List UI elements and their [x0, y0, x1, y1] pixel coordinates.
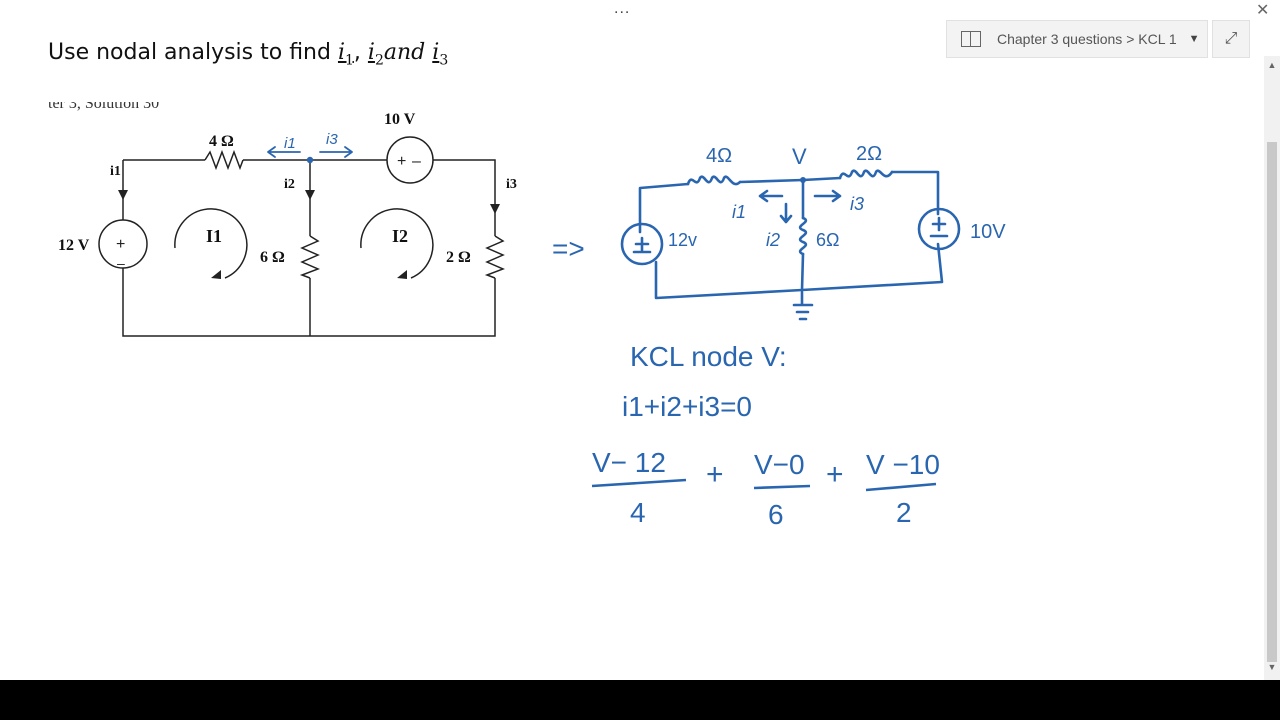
hand-frac2-num: V−0	[754, 449, 805, 480]
arrow-i2	[305, 190, 315, 200]
hand-i3-top: i3	[326, 131, 338, 148]
hand-frac2-bar	[753, 484, 811, 490]
label-I1: I1	[206, 226, 222, 246]
hand-label-12v: 12v	[668, 230, 697, 250]
minus-10v: –	[412, 153, 421, 170]
hand-frac1-bar	[591, 478, 687, 488]
hand-circuit	[620, 169, 961, 321]
drawing-canvas: + – + – 4 Ω 6 Ω 2 Ω 12 V 10 V i1 i2 i3 I…	[58, 111, 1006, 530]
breadcrumb-selector[interactable]: Chapter 3 questions > KCL 1 ▼	[946, 20, 1208, 58]
label-2ohm: 2 Ω	[446, 249, 471, 266]
hand-plus-2: +	[826, 458, 844, 491]
node-dot	[306, 156, 314, 164]
hand-frac1-den: 4	[630, 497, 646, 528]
hand-label-i3: i3	[850, 194, 864, 214]
arrow-i3	[490, 204, 500, 214]
notebook-icon	[961, 31, 981, 47]
plus-12v: +	[116, 236, 125, 253]
label-i1: i1	[110, 164, 121, 179]
hand-frac3-num: V −10	[866, 449, 940, 480]
plus-10v: +	[397, 153, 406, 170]
problem-statement: Use nodal analysis to find i1, i2and i3	[48, 40, 449, 69]
scrollbar-thumb[interactable]	[1267, 142, 1277, 662]
hand-node-dot	[800, 177, 806, 183]
breadcrumb-text: Chapter 3 questions > KCL 1	[997, 31, 1177, 47]
scroll-up-icon[interactable]: ▲	[1267, 60, 1277, 70]
label-10v: 10 V	[384, 111, 416, 128]
label-4ohm: 4 Ω	[209, 133, 234, 150]
arrow-mesh1	[211, 270, 221, 279]
hand-frac1-num: V− 12	[592, 447, 666, 478]
title-text: Use nodal analysis to find	[48, 40, 338, 65]
hand-label-V: V	[792, 144, 807, 169]
hand-label-4ohm: 4Ω	[706, 145, 732, 167]
chevron-down-icon: ▼	[1188, 33, 1200, 45]
bottom-black-bar	[0, 680, 1280, 720]
printed-circuit	[98, 136, 505, 337]
hand-label-6ohm: 6Ω	[816, 230, 839, 250]
close-icon[interactable]: ✕	[1256, 2, 1270, 19]
arrow-mesh2	[397, 270, 407, 279]
printed-circuit-marks: + – + –	[116, 153, 500, 279]
hand-label-10v: 10V	[970, 221, 1006, 243]
title-var-i3: i3	[432, 40, 449, 69]
title-var-i2: i2	[367, 40, 384, 69]
label-6ohm: 6 Ω	[260, 249, 285, 266]
more-options-ellipsis[interactable]: ...	[614, 0, 631, 17]
label-I2: I2	[392, 226, 408, 246]
title-var-i1: i1	[337, 40, 354, 69]
hand-plus-1: +	[706, 458, 724, 491]
hand-implies: =>	[552, 233, 585, 264]
minus-12v: –	[117, 255, 125, 271]
arrow-i1	[118, 190, 128, 200]
hand-arrow-i1	[267, 146, 301, 158]
hand-label-i2: i2	[766, 230, 780, 250]
hand-frac2-den: 6	[768, 499, 784, 530]
hand-label-i1: i1	[732, 202, 746, 222]
hand-arrow-i3	[319, 146, 353, 158]
hand-kcl-heading: KCL node V:	[630, 341, 787, 372]
cropped-text-remnant: ter 3, Solution 30	[48, 102, 160, 112]
whiteboard-page: Use nodal analysis to find i1, i2and i3 …	[48, 40, 1007, 530]
scroll-down-icon[interactable]: ▼	[1267, 662, 1277, 672]
vertical-scrollbar[interactable]: ▲ ▼	[1264, 56, 1280, 680]
label-12v: 12 V	[58, 237, 90, 254]
label-i3: i3	[506, 177, 517, 192]
expand-icon[interactable]: ⤢	[1212, 20, 1250, 58]
label-i2: i2	[284, 177, 295, 192]
hand-frac3-bar	[865, 482, 937, 492]
hand-i1-top: i1	[284, 135, 296, 152]
title-and: and	[383, 40, 426, 65]
hand-kcl-equation: i1+i2+i3=0	[622, 391, 752, 422]
hand-label-2ohm: 2Ω	[856, 143, 882, 165]
hand-frac3-den: 2	[896, 497, 912, 528]
